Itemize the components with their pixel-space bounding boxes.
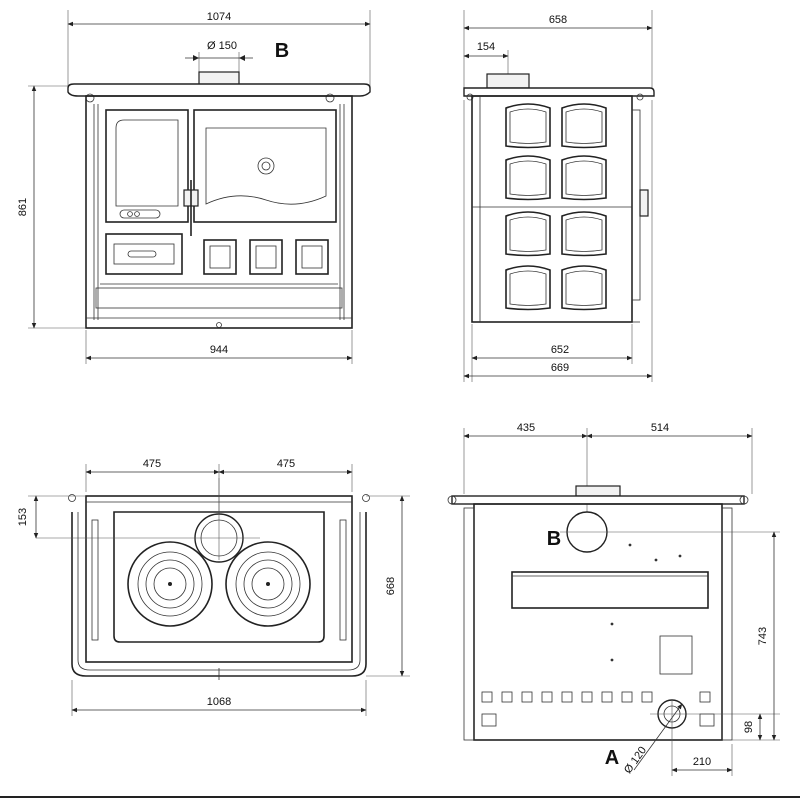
dim-label-120: Ø 120 bbox=[622, 745, 649, 776]
side-vents-right bbox=[339, 519, 347, 641]
regulator-knob bbox=[127, 211, 133, 217]
bolt bbox=[678, 554, 682, 558]
rail-knob bbox=[447, 495, 457, 505]
cooktop-plate-rear bbox=[451, 495, 745, 505]
flue-letter-b: B bbox=[275, 40, 289, 62]
front-edge bbox=[631, 109, 641, 301]
oven-window bbox=[205, 127, 327, 205]
dim-label-1068: 1068 bbox=[207, 696, 231, 708]
flue-collar-rear bbox=[575, 485, 621, 497]
raised-panel bbox=[561, 155, 607, 201]
dim-label-435: 435 bbox=[517, 422, 535, 434]
outlet-b-letter: B bbox=[547, 528, 561, 550]
ash-drawer-panel bbox=[113, 243, 175, 265]
rail-knob bbox=[325, 93, 335, 103]
side-vents-left bbox=[91, 519, 99, 641]
ash-drawer bbox=[105, 233, 183, 275]
side-post-left bbox=[463, 507, 475, 741]
raised-panel bbox=[505, 265, 551, 311]
arrow-head bbox=[193, 55, 199, 61]
plinth bbox=[95, 287, 343, 309]
vent-row bbox=[481, 691, 715, 727]
dim-label-743: 743 bbox=[757, 627, 769, 645]
oven-door bbox=[193, 109, 337, 223]
ash-drawer-handle bbox=[127, 250, 157, 258]
firebox-window bbox=[115, 119, 179, 207]
side-panel bbox=[471, 95, 633, 323]
rear-view: 435 514 B bbox=[447, 422, 780, 776]
raised-panel bbox=[505, 211, 551, 257]
regulator-knob bbox=[134, 211, 140, 217]
drawer-panel bbox=[249, 239, 283, 275]
hotplate-left bbox=[127, 541, 213, 627]
rail-knob bbox=[636, 93, 644, 101]
outlet-a-letter: A bbox=[605, 747, 619, 769]
thermometer-dial bbox=[261, 161, 271, 171]
rail-knob bbox=[739, 495, 749, 505]
raised-panel bbox=[505, 155, 551, 201]
bolt bbox=[628, 543, 632, 547]
drawer-panel-inner bbox=[209, 245, 231, 269]
side-post-right bbox=[721, 507, 733, 741]
dim-label-669: 669 bbox=[551, 362, 569, 374]
cooktop-plate-side bbox=[463, 87, 655, 97]
foot bbox=[216, 322, 222, 328]
raised-panel bbox=[561, 265, 607, 311]
oven-thermometer bbox=[257, 157, 275, 175]
bolt bbox=[610, 622, 614, 626]
dim-label-475-right: 475 bbox=[277, 458, 295, 470]
side-view: 658 154 652 669 bbox=[463, 10, 655, 382]
arrow-head bbox=[239, 55, 245, 61]
rail-knob bbox=[68, 494, 76, 502]
dim-label-668: 668 bbox=[385, 577, 397, 595]
drawer-panel bbox=[203, 239, 237, 275]
rail-knob bbox=[362, 494, 370, 502]
bolt bbox=[610, 658, 614, 662]
dim-label-514: 514 bbox=[651, 422, 669, 434]
bolt bbox=[654, 558, 658, 562]
rear-slot bbox=[511, 571, 709, 609]
dim-label-153: 153 bbox=[17, 508, 29, 526]
leader-line-a bbox=[633, 703, 683, 771]
dim-label-1074: 1074 bbox=[207, 11, 231, 23]
drawer-panel-inner bbox=[301, 245, 323, 269]
drawer-panel-inner bbox=[255, 245, 277, 269]
dim-label-658: 658 bbox=[549, 14, 567, 26]
firebox-door bbox=[105, 109, 189, 223]
dim-label-861: 861 bbox=[17, 198, 29, 216]
dim-label-944: 944 bbox=[210, 344, 228, 356]
front-view: 1074 Ø 150 B bbox=[17, 10, 371, 364]
hob-plate bbox=[113, 511, 325, 643]
dim-label-652: 652 bbox=[551, 344, 569, 356]
raised-panel bbox=[561, 211, 607, 257]
raised-panel bbox=[561, 103, 607, 149]
flue-collar-side bbox=[486, 73, 530, 89]
dim-label-flue-diameter: Ø 150 bbox=[207, 40, 237, 52]
drawer-panel bbox=[295, 239, 329, 275]
dim-label-154: 154 bbox=[477, 41, 495, 53]
rail-knob bbox=[466, 93, 474, 101]
dim-label-475-left: 475 bbox=[143, 458, 161, 470]
hotplate-right bbox=[225, 541, 311, 627]
top-view: 475 475 153 bbox=[17, 458, 410, 716]
cooktop-plate bbox=[67, 83, 371, 97]
dim-label-98: 98 bbox=[743, 721, 755, 733]
dim-label-210: 210 bbox=[693, 756, 711, 768]
stove-body bbox=[85, 95, 353, 329]
air-regulator bbox=[119, 209, 161, 219]
door-handle-side bbox=[639, 189, 649, 217]
raised-panel bbox=[505, 103, 551, 149]
access-plate bbox=[659, 635, 693, 675]
